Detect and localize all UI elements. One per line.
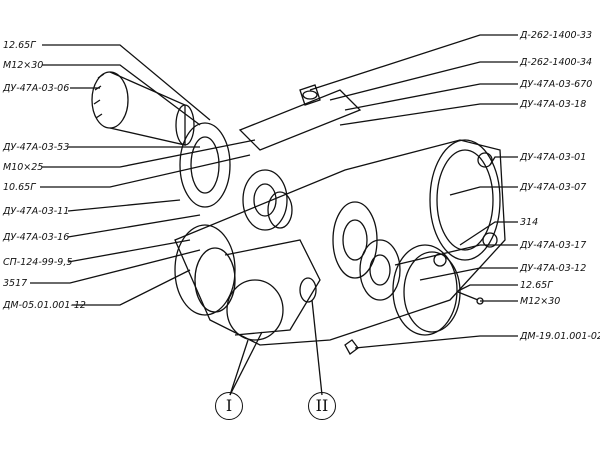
- part-label: М12×30: [3, 60, 44, 71]
- leader-lines-right: [229, 34, 518, 396]
- part-label: ДУ-47А-03-16: [3, 232, 70, 243]
- part-label: М12×30: [520, 296, 561, 307]
- part-label: ДУ-47А-03-18: [520, 99, 587, 110]
- part-label: ДУ-47А-03-07: [520, 182, 587, 193]
- leader-lines-left: [30, 44, 256, 306]
- part-label: 314: [520, 217, 539, 228]
- intermediate-gears: [299, 201, 401, 303]
- part-label: СП-124-99-9,5: [3, 257, 73, 268]
- part-label: 12.65Г: [520, 280, 553, 291]
- input-shaft-gear: [91, 71, 195, 146]
- part-label: ДМ-19.01.001-02: [520, 331, 600, 342]
- part-label: ДУ-47А-03-06: [3, 83, 70, 94]
- part-label: Д-262-1400-33: [520, 30, 593, 41]
- part-label: 10.65Г: [3, 182, 36, 193]
- part-label: ДУ-47А-03-53: [3, 142, 70, 153]
- top-plate: [238, 84, 362, 151]
- part-label: 3517: [3, 278, 28, 289]
- part-label: 12.65Г: [3, 40, 36, 51]
- view-marker-1: I: [215, 392, 243, 420]
- part-label: ДУ-47А-03-670: [520, 79, 593, 90]
- end-cover: [344, 244, 484, 355]
- part-label: ДУ-47А-03-01: [520, 152, 587, 163]
- view-marker-2: II: [308, 392, 336, 420]
- part-label: ДУ-47А-03-17: [520, 240, 587, 251]
- gearbox-housing: [174, 139, 506, 346]
- part-label: ДУ-47А-03-12: [520, 263, 587, 274]
- part-label: ДУ-47А-03-11: [3, 206, 70, 217]
- part-label: М10×25: [3, 162, 44, 173]
- bearing-cover-flange: [179, 122, 293, 231]
- part-label: Д-262-1400-34: [520, 57, 593, 68]
- part-label: ДМ-05.01.001-12: [3, 300, 86, 311]
